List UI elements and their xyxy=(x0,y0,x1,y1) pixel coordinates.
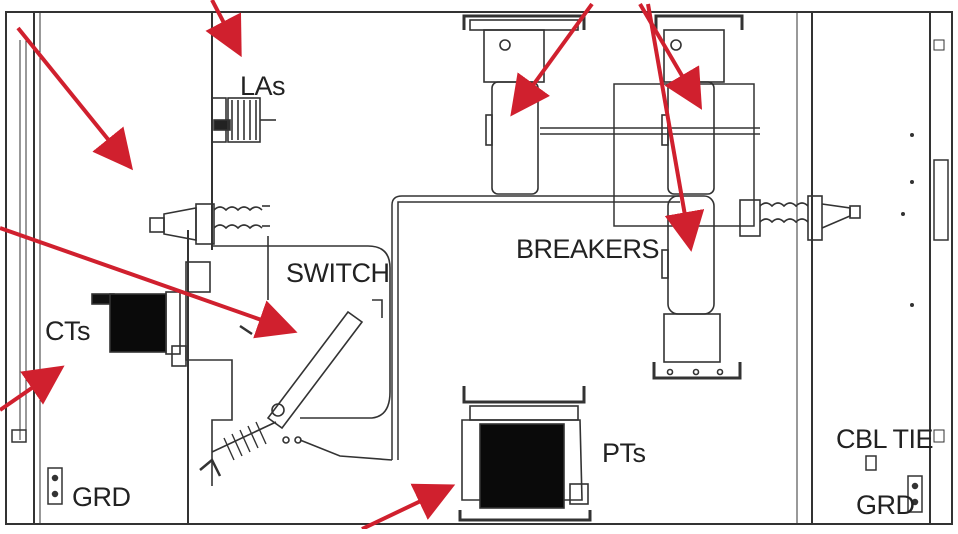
panel-dots xyxy=(901,133,914,307)
label-grd-left: GRD xyxy=(72,482,131,512)
ground-terminal-right xyxy=(865,455,923,513)
arrow-cts xyxy=(0,365,65,412)
label-grd-right: GRD xyxy=(856,490,915,520)
breaker-lower xyxy=(652,195,742,380)
cable-termination-left xyxy=(149,203,270,245)
ground-terminal-left xyxy=(47,467,63,505)
arrow-breaker-1 xyxy=(510,2,594,117)
label-cbl-tie: CBL TIE xyxy=(836,424,934,454)
arrow-breaker-3 xyxy=(646,3,705,252)
lightning-arrester xyxy=(211,97,276,143)
breaker-top-right xyxy=(654,14,744,195)
callout-arrows xyxy=(0,0,705,531)
potential-transformer xyxy=(458,386,592,522)
label-pts: PTs xyxy=(602,438,646,468)
label-las: LAs xyxy=(240,71,286,101)
arrow-pts xyxy=(361,483,456,531)
cabinet-outline xyxy=(5,11,953,525)
current-transformer xyxy=(91,291,187,367)
label-switch: SWITCH xyxy=(286,258,390,288)
label-cts: CTs xyxy=(45,316,91,346)
bus-duct xyxy=(391,83,760,460)
arrow-switch xyxy=(0,226,298,339)
arrow-left-compartment xyxy=(16,26,134,171)
label-breakers: BREAKERS xyxy=(516,234,660,264)
cable-termination-right xyxy=(739,195,861,241)
switch-assembly xyxy=(185,236,393,486)
arrow-las xyxy=(205,0,242,58)
